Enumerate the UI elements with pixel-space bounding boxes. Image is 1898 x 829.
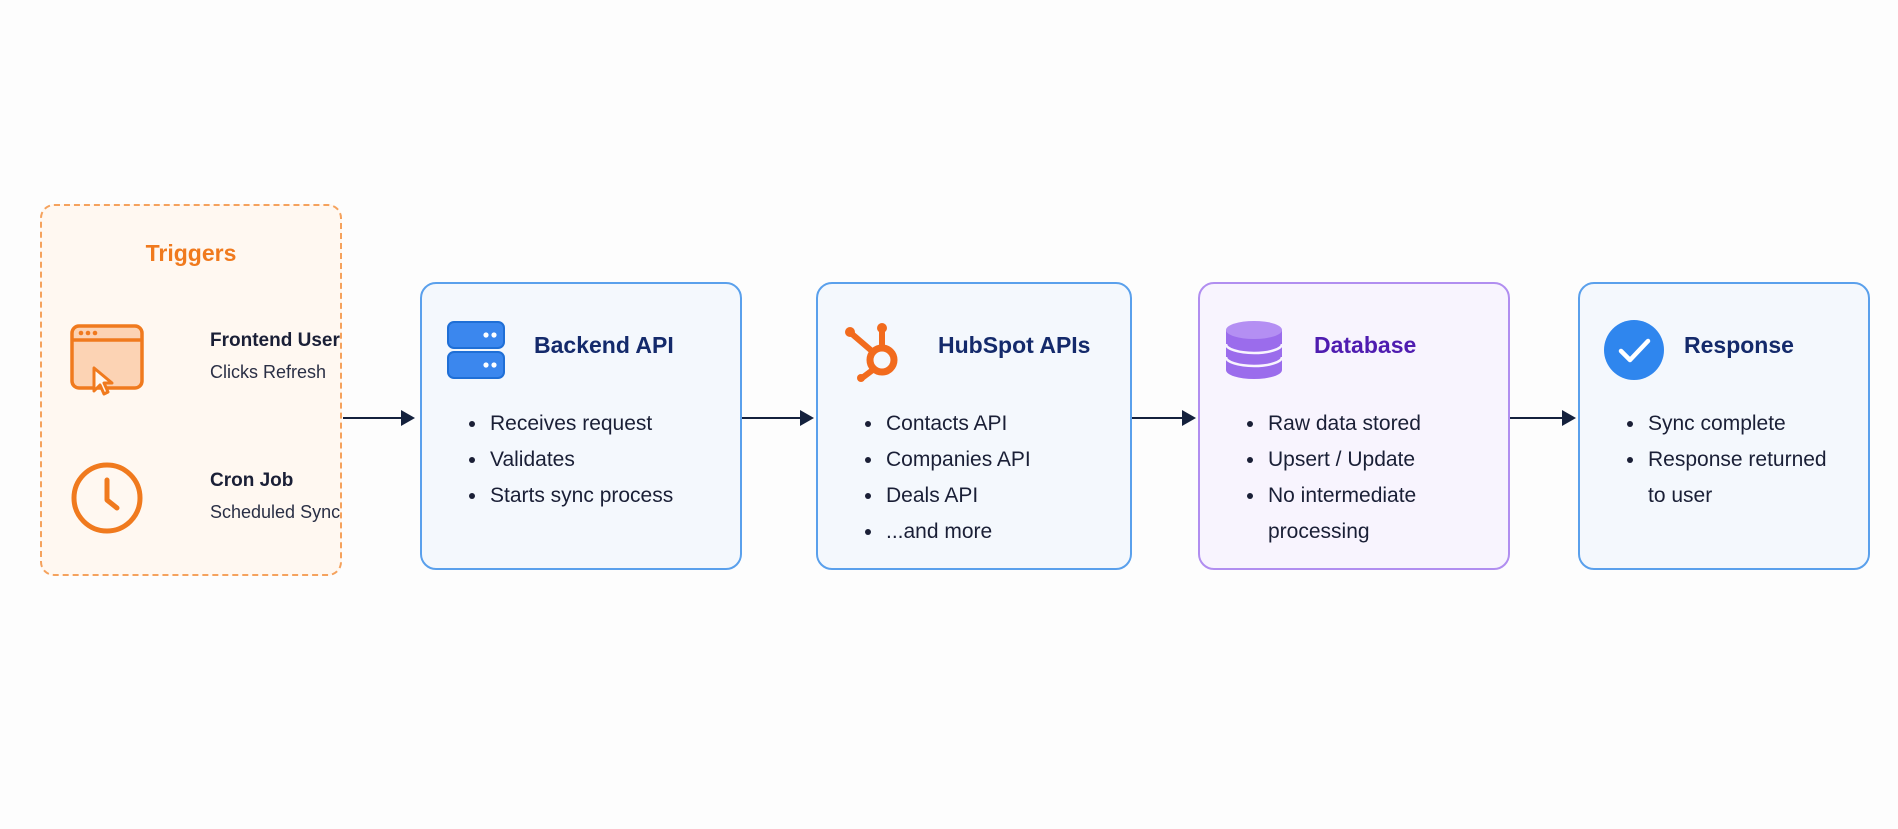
arrow-right-icon <box>742 410 814 426</box>
step-database: Database Raw data stored Upsert / Update… <box>1198 282 1510 570</box>
list-item: Receives request <box>488 406 673 442</box>
step-list: Sync complete Response returned to user <box>1610 406 1827 514</box>
list-item: Sync complete <box>1646 406 1827 442</box>
trigger-name: Frontend User <box>210 330 340 351</box>
trigger-frontend-text: Frontend User Clicks Refresh <box>210 330 340 383</box>
list-item: No intermediate <box>1266 478 1421 514</box>
list-item: Starts sync process <box>488 478 673 514</box>
arrow-database-to-response <box>1510 408 1578 428</box>
arrow-right-icon <box>1132 410 1196 426</box>
step-list: Contacts API Companies API Deals API ...… <box>848 406 1031 550</box>
list-item: Deals API <box>884 478 1031 514</box>
hubspot-icon <box>845 323 898 382</box>
triggers-panel: Triggers Frontend User Clicks Refresh <box>40 204 342 576</box>
trigger-desc: Scheduled Sync <box>210 502 341 522</box>
list-item: to user <box>1648 484 1713 507</box>
step-title: Database <box>1314 332 1417 358</box>
clock-icon <box>71 462 143 534</box>
arrow-backend-to-hubspot <box>742 408 816 428</box>
arrow-triggers-to-backend <box>343 408 417 428</box>
browser-click-icon <box>70 324 144 396</box>
trigger-frontend-user: Frontend User Clicks Refresh <box>68 318 340 398</box>
arrow-right-icon <box>343 410 415 426</box>
step-list: Receives request Validates Starts sync p… <box>452 406 673 514</box>
step-title: Backend API <box>534 332 674 358</box>
step-list: Raw data stored Upsert / Update No inter… <box>1230 406 1421 550</box>
arrow-right-icon <box>1510 410 1576 426</box>
step-title: HubSpot APIs <box>938 332 1091 358</box>
list-item: ...and more <box>884 514 1031 550</box>
server-icon <box>447 321 505 379</box>
check-circle-icon <box>1604 320 1664 380</box>
list-item: Validates <box>488 442 673 478</box>
triggers-title: Triggers <box>145 240 237 266</box>
step-hubspot-apis: HubSpot APIs Contacts API Companies API … <box>816 282 1132 570</box>
step-title: Response <box>1684 332 1794 358</box>
list-item: Upsert / Update <box>1266 442 1421 478</box>
trigger-desc: Clicks Refresh <box>210 362 327 382</box>
trigger-cron-text: Cron Job Scheduled Sync <box>210 470 340 523</box>
list-item: processing <box>1268 520 1370 543</box>
list-item: Companies API <box>884 442 1031 478</box>
trigger-name: Cron Job <box>210 470 294 491</box>
step-response: Response Sync complete Response returned… <box>1578 282 1870 570</box>
list-item: Raw data stored <box>1266 406 1421 442</box>
list-item: Contacts API <box>884 406 1031 442</box>
database-icon <box>1224 321 1284 379</box>
arrow-hubspot-to-database <box>1132 408 1198 428</box>
trigger-cron-job: Cron Job Scheduled Sync <box>68 458 340 538</box>
step-backend-api: Backend API Receives request Validates S… <box>420 282 742 570</box>
list-item: Response returned <box>1646 442 1827 478</box>
